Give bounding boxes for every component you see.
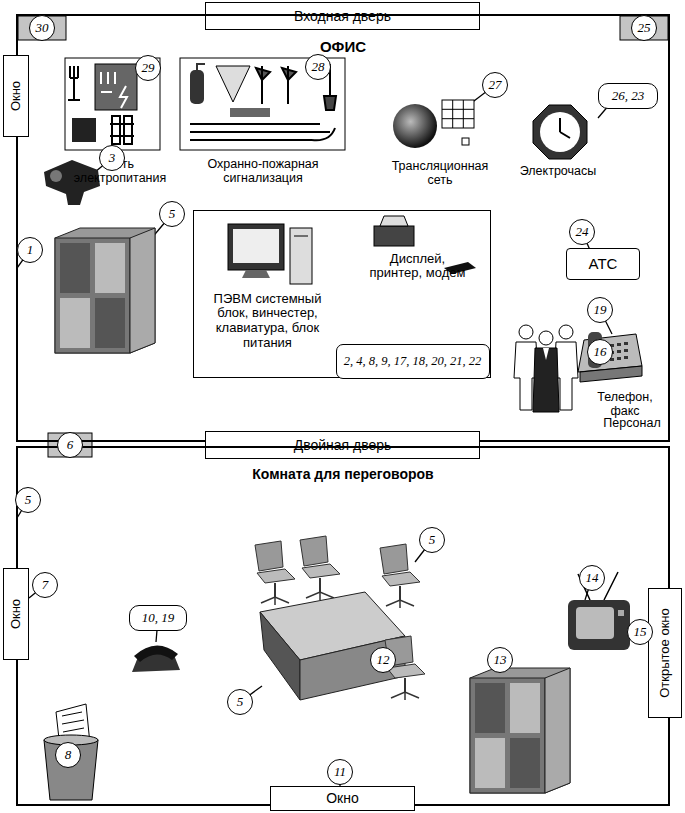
node-text: Окно [9, 571, 24, 657]
callout-number: 3 [99, 145, 125, 171]
callout-number: 5 [419, 527, 445, 553]
callout-number: 30 [29, 15, 55, 41]
caption-text: Персонал [592, 416, 672, 430]
callout-number: 29 [135, 55, 161, 81]
callout-number: 27 [482, 72, 508, 98]
callout-number: 26, 23 [598, 83, 658, 109]
callout-number: 16 [587, 339, 613, 365]
node-text: Окно [9, 58, 24, 134]
node-text: ПЭВМ системный блок, винчестер, клавиату… [198, 292, 338, 352]
caption-text: Трансляционная сеть [378, 159, 502, 188]
node-text: Дисплей, принтер, модем [368, 252, 468, 282]
callout-number: 6 [57, 432, 83, 458]
callout-number: 5 [15, 487, 41, 513]
door-box: Входная дверь [205, 2, 480, 30]
node-text: 2, 4, 8, 9, 17, 18, 20, 21, 22 [340, 354, 486, 368]
caption-text: Телефон, факс [582, 390, 668, 419]
window-box: Окно [3, 568, 29, 660]
callout-number: 25 [631, 15, 657, 41]
callout-number: 24 [569, 219, 595, 245]
callout-number: 13 [487, 647, 513, 673]
callout-number: 1 [17, 237, 43, 263]
callout-number: 8 [55, 742, 81, 768]
node-text: Комната для переговоров [18, 466, 668, 482]
room-outline: Комната для переговоров [16, 446, 670, 806]
exchange-box: АТС [566, 248, 640, 280]
window-box: Окно [270, 786, 415, 811]
callout-number: 10, 19 [129, 605, 187, 631]
callout-group: 2, 4, 8, 9, 17, 18, 20, 21, 22 [336, 344, 490, 379]
callout-number: 5 [159, 201, 185, 227]
window-box: Окно [3, 55, 29, 137]
door-box: Двойная дверь [205, 431, 480, 459]
callout-number: 5 [227, 689, 253, 715]
window-box: Открытое окно [648, 588, 682, 718]
callout-number: 11 [327, 759, 353, 785]
callout-number: 14 [579, 565, 605, 591]
callout-number: 19 [587, 297, 613, 323]
node-text: Входная дверь [290, 8, 395, 24]
caption-text: Охранно-пожарная сигнализация [188, 157, 338, 186]
caption-text: Электрочасы [508, 164, 608, 178]
node-text: АТС [585, 255, 622, 272]
callout-number: 28 [305, 54, 331, 80]
callout-number: 12 [370, 647, 396, 673]
node-text: Открытое окно [658, 593, 673, 713]
node-text: Окно [322, 790, 363, 806]
callout-number: 7 [32, 572, 58, 598]
node-text: Двойная дверь [290, 437, 396, 453]
node-text: ОФИС [18, 38, 668, 55]
computer-panel: ПЭВМ системный блок, винчестер, клавиату… [193, 210, 491, 378]
callout-number: 15 [627, 619, 653, 645]
